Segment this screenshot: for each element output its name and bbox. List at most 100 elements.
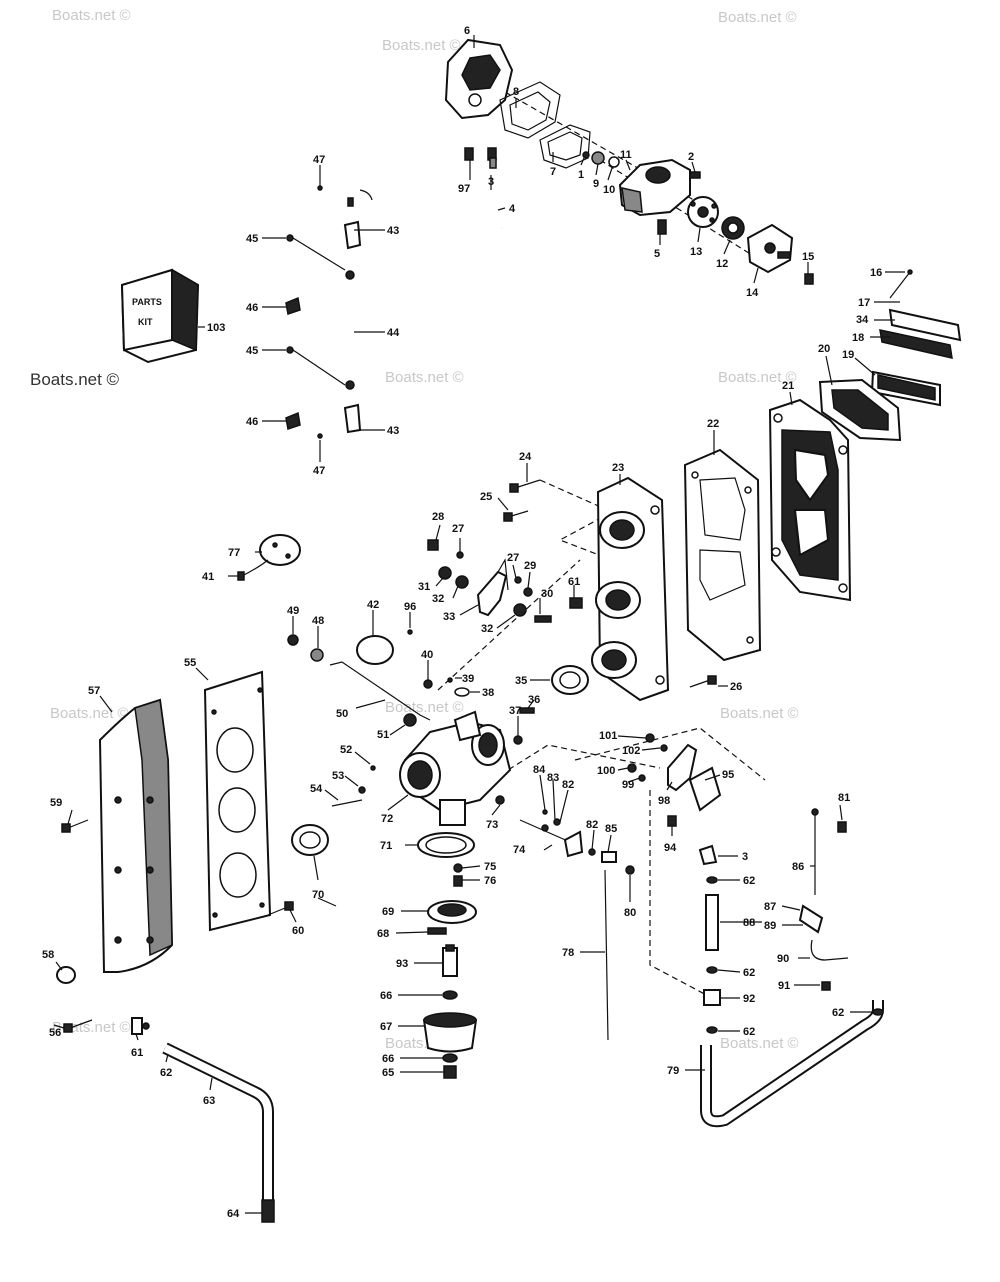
kit-label-line1: PARTS — [132, 297, 162, 307]
callout-51: 51 — [377, 729, 389, 741]
watermark: Boats.net © — [720, 705, 799, 722]
callout-85: 85 — [605, 823, 617, 835]
callout-27-mid: 27 — [507, 552, 519, 564]
callout-8: 8 — [513, 86, 519, 98]
kit-label-line2: KIT — [138, 317, 153, 327]
callout-43-bottom: 43 — [387, 425, 399, 437]
callout-39: 39 — [462, 673, 474, 685]
callout-47-bottom: 47 — [313, 465, 325, 477]
callout-91: 91 — [778, 980, 790, 992]
callout-100: 100 — [597, 765, 615, 777]
callout-78: 78 — [562, 947, 574, 959]
callout-38: 38 — [482, 687, 494, 699]
callout-44: 44 — [387, 327, 400, 339]
callout-82-lower: 82 — [586, 819, 598, 831]
callout-36: 36 — [528, 694, 540, 706]
callout-29: 29 — [524, 560, 536, 572]
callout-3: 3 — [488, 176, 494, 188]
leader-lines — [53, 35, 905, 1214]
bolts-24-25-26 — [503, 479, 717, 688]
callout-7: 7 — [550, 166, 556, 178]
callout-34: 34 — [856, 314, 869, 326]
callout-13: 13 — [690, 246, 702, 258]
callout-76: 76 — [484, 875, 496, 887]
drain-hose-assembly — [131, 1017, 275, 1223]
callout-24: 24 — [519, 451, 532, 463]
callout-77: 77 — [228, 547, 240, 559]
callout-41: 41 — [202, 571, 214, 583]
callout-84: 84 — [533, 764, 546, 776]
callout-93: 93 — [396, 958, 408, 970]
callout-26: 26 — [730, 681, 742, 693]
callout-46-top: 46 — [246, 302, 258, 314]
callout-62-a: 62 — [743, 875, 755, 887]
callout-46-bottom: 46 — [246, 416, 258, 428]
callout-60: 60 — [292, 925, 304, 937]
callout-95: 95 — [722, 769, 734, 781]
callout-1: 1 — [578, 169, 584, 181]
callout-80: 80 — [624, 907, 636, 919]
callout-42: 42 — [367, 599, 379, 611]
callout-23: 23 — [612, 462, 624, 474]
watermark: Boats.net © — [385, 699, 464, 716]
callout-9: 9 — [593, 178, 599, 190]
callout-94: 94 — [664, 842, 677, 854]
watermark: Boats.net © — [50, 705, 129, 722]
callout-64: 64 — [227, 1208, 240, 1220]
callout-75: 75 — [484, 861, 496, 873]
callout-40: 40 — [421, 649, 433, 661]
callout-65: 65 — [382, 1067, 394, 1079]
cover-57 — [98, 698, 174, 973]
watermark: Boats.net © — [718, 9, 797, 26]
callout-73: 73 — [486, 819, 498, 831]
callout-5: 5 — [654, 248, 660, 260]
callout-86: 86 — [792, 861, 804, 873]
callout-45-top: 45 — [246, 233, 258, 245]
callout-97: 97 — [458, 183, 470, 195]
callout-59: 59 — [50, 797, 62, 809]
assembly-guide-lines — [437, 91, 766, 999]
callout-57: 57 — [88, 685, 100, 697]
callout-17: 17 — [858, 297, 870, 309]
float-bowl-assembly — [417, 795, 584, 1079]
watermark: Boats.net © — [30, 370, 120, 389]
callout-68: 68 — [377, 928, 389, 940]
watermark: Boats.net © — [382, 37, 461, 54]
callout-61-bottom: 61 — [131, 1047, 143, 1059]
watermark: Boats.net © — [718, 369, 797, 386]
choke-linkage — [285, 185, 373, 455]
callout-102: 102 — [622, 745, 640, 757]
callout-47-top: 47 — [313, 154, 325, 166]
callout-27-top: 27 — [452, 523, 464, 535]
cover-plate-77 — [237, 534, 301, 581]
callout-89: 89 — [764, 920, 776, 932]
callout-81: 81 — [838, 792, 850, 804]
callout-54: 54 — [310, 783, 323, 795]
callout-37: 37 — [509, 705, 521, 717]
callout-62-d: 62 — [743, 1026, 755, 1038]
carburetor-body-72 — [329, 661, 589, 826]
callout-33: 33 — [443, 611, 455, 623]
callout-2: 2 — [688, 151, 694, 163]
callout-15: 15 — [802, 251, 814, 263]
callout-83: 83 — [547, 772, 559, 784]
callout-55: 55 — [184, 657, 196, 669]
callout-92: 92 — [743, 993, 755, 1005]
callout-72: 72 — [381, 813, 393, 825]
callout-3-right: 3 — [742, 851, 748, 863]
callout-32-top: 32 — [432, 593, 444, 605]
intake-manifold-21 — [768, 398, 852, 602]
parts-kit-103: PARTS KIT — [120, 268, 200, 364]
carb-adapter-23 — [591, 476, 670, 702]
callout-18: 18 — [852, 332, 864, 344]
callout-31: 31 — [418, 581, 430, 593]
callout-49: 49 — [287, 605, 299, 617]
callout-70: 70 — [312, 889, 324, 901]
callout-62-b: 62 — [743, 967, 755, 979]
callout-21: 21 — [782, 380, 794, 392]
callout-56: 56 — [49, 1027, 61, 1039]
callout-103: 103 — [207, 322, 225, 334]
callout-19: 19 — [842, 349, 854, 361]
callout-90: 90 — [777, 953, 789, 965]
